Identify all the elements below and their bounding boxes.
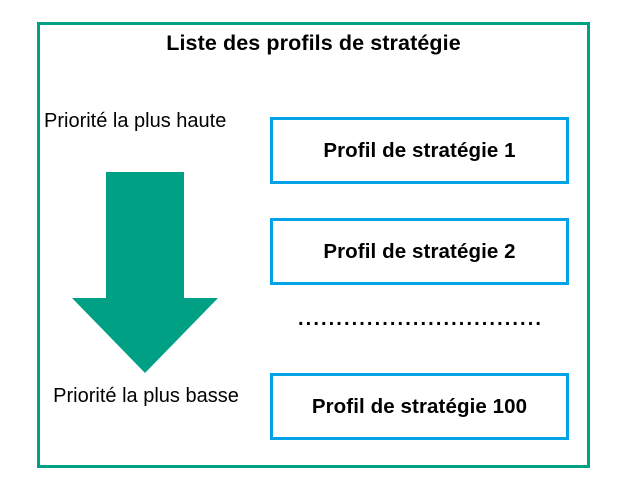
strategy-profile-label: Profil de stratégie 100 xyxy=(311,394,528,418)
strategy-profile-box[interactable]: Profil de stratégie 100 xyxy=(270,373,569,440)
profile-list-ellipsis: ........................................… xyxy=(298,308,542,330)
priority-lowest-label: Priorité la plus basse xyxy=(53,385,239,407)
strategy-profile-box[interactable]: Profil de stratégie 2 xyxy=(270,218,569,285)
strategy-profile-label: Profil de stratégie 1 xyxy=(323,138,516,162)
strategy-profile-box[interactable]: Profil de stratégie 1 xyxy=(270,117,569,184)
down-arrow-icon xyxy=(68,172,222,375)
strategy-profile-label: Profil de stratégie 2 xyxy=(323,239,516,263)
page-title: Liste des profils de stratégie xyxy=(166,31,461,55)
priority-highest-label: Priorité la plus haute xyxy=(44,110,227,132)
